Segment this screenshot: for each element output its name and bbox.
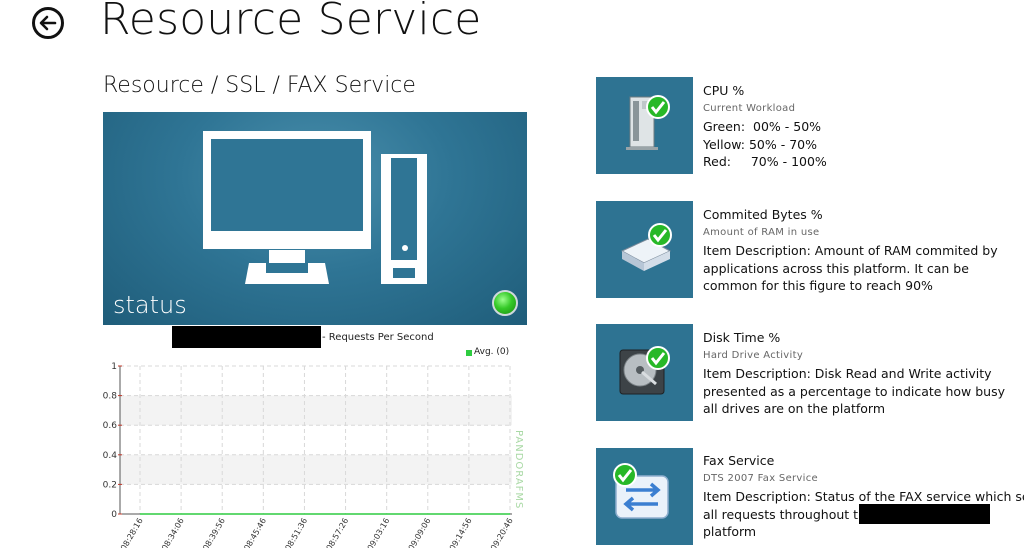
item-title-disk-time: Disk Time % [703, 330, 781, 345]
y-tick-label: 0.4 [103, 451, 118, 461]
y-tick-label: 1 [111, 362, 117, 372]
x-tick-label: 08:51:36 [283, 517, 309, 549]
status-tile[interactable]: status [103, 112, 527, 325]
section-title: Resource / SSL / FAX Service [103, 73, 416, 98]
x-tick-label: 09:14:56 [448, 517, 474, 549]
status-indicator [492, 290, 518, 316]
hard-drive-icon [619, 346, 670, 395]
disk-time-tile[interactable] [596, 324, 693, 421]
y-tick-label: 0 [111, 510, 117, 520]
item-description-commited-bytes: Item Description: Amount of RAM commited… [703, 243, 998, 293]
legend-label: Avg. (0) [474, 347, 510, 357]
item-subtitle-fax-service: DTS 2007 Fax Service [703, 473, 818, 484]
cpu-ranges: Green: 00% - 50% Yellow: 50% - 70% Red: … [703, 118, 1021, 171]
fax-desc-line-1: Item Description: Status of the FAX serv… [703, 489, 1024, 504]
graph-bands [120, 395, 512, 485]
commited-bytes-tile[interactable] [596, 201, 693, 298]
item-subtitle-cpu: Current Workload [703, 103, 796, 114]
y-tick-label: 0.6 [103, 421, 118, 431]
graph-grid [119, 365, 512, 515]
range-red: Red: 70% - 100% [703, 154, 827, 169]
transfer-icon [613, 463, 669, 519]
item-description-disk-time: Item Description: Disk Read and Write ac… [703, 366, 1005, 416]
server-icon [626, 95, 670, 150]
item-subtitle-commited-bytes: Amount of RAM in use [703, 227, 820, 238]
x-tick-label: 08:45:46 [242, 517, 268, 549]
redacted-block [172, 326, 321, 348]
range-yellow: Yellow: 50% - 70% [703, 136, 818, 152]
y-tick-label: 0.8 [103, 392, 118, 402]
x-tick-label: 09:09:06 [407, 517, 433, 549]
x-axis: 08:28:16 08:34:06 08:39:56 08:45:46 08:51:36… [119, 517, 515, 549]
y-axis: 0 0.2 0.4 0.6 0.8 1 [103, 362, 122, 520]
x-tick-label: 08:57:26 [325, 517, 351, 549]
back-button[interactable] [32, 7, 64, 39]
fax-desc-line-3: platform [703, 524, 757, 539]
item-title-commited-bytes: Commited Bytes % [703, 207, 823, 222]
legend-swatch [466, 350, 472, 356]
item-title-fax-service: Fax Service [703, 453, 775, 468]
item-title-cpu: CPU % [703, 83, 745, 98]
desktop-computer-icon [203, 131, 427, 284]
watermark-text: PANDORAFMS [513, 430, 524, 509]
cpu-tile[interactable] [596, 77, 693, 174]
redacted-block [859, 504, 990, 524]
y-tick-label: 0.2 [103, 480, 117, 490]
x-tick-label: 09:03:16 [366, 517, 392, 549]
back-arrow-icon [39, 15, 57, 31]
grid-band [120, 454, 512, 485]
status-label: status [113, 291, 187, 319]
x-tick-label: 09:20:46 [489, 517, 515, 549]
graph-caption: - Requests Per Second [322, 332, 434, 343]
memory-icon [620, 223, 672, 271]
range-green: Green: 00% - 50% [703, 119, 822, 134]
fax-service-tile[interactable] [596, 448, 693, 545]
grid-band [120, 395, 512, 426]
item-subtitle-disk-time: Hard Drive Activity [703, 350, 804, 361]
x-tick-label: 08:39:56 [201, 517, 227, 549]
x-tick-label: 08:28:16 [119, 517, 145, 549]
x-tick-label: 08:34:06 [160, 517, 186, 549]
page-title: Resource Service [100, 0, 482, 45]
